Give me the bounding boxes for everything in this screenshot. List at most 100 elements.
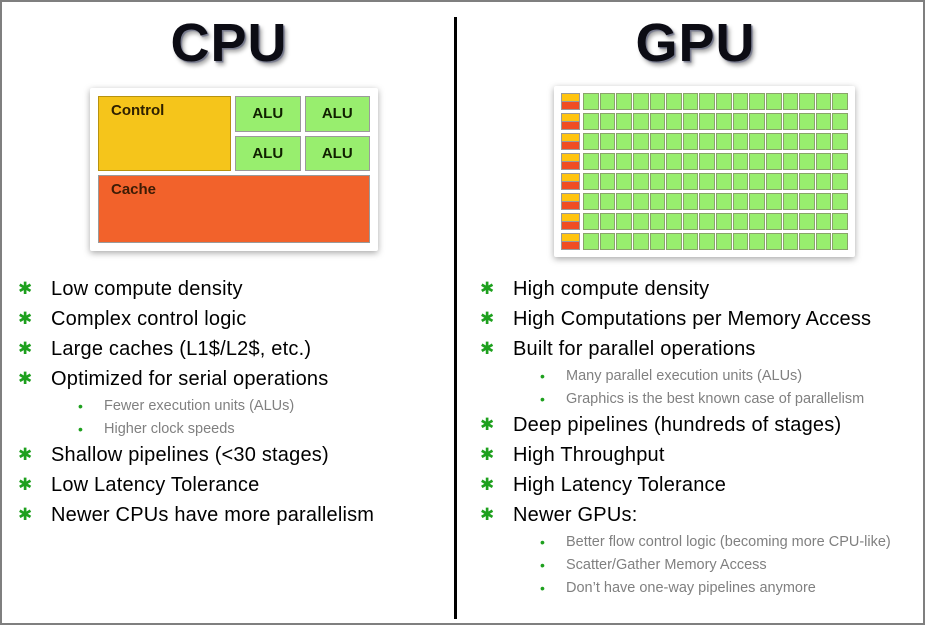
gpu-alu-cell <box>666 193 682 210</box>
gpu-alu-cell <box>616 213 632 230</box>
cpu-bullet-text: Newer CPUs have more parallelism <box>51 504 375 526</box>
gpu-alu-cell <box>599 93 616 110</box>
gpu-bullet-list: ✱High compute density✱High Computations … <box>478 278 923 603</box>
gpu-alu-cell <box>583 233 599 250</box>
gpu-alu-cell <box>682 133 699 150</box>
gpu-alu-cell <box>682 93 699 110</box>
vertical-divider-line <box>454 17 457 619</box>
gpu-alu-cell <box>765 113 782 130</box>
gpu-core-row <box>561 153 848 170</box>
gpu-alu-cell <box>666 233 682 250</box>
gpu-alu-cell <box>599 113 616 130</box>
gpu-panel-title: GPU <box>635 13 756 73</box>
cpu-control-block: Control <box>98 96 231 171</box>
gpu-alu-cell <box>699 153 715 170</box>
gpu-cache-subcell <box>561 242 580 250</box>
gpu-control-subcell <box>561 113 580 122</box>
gpu-bullet-text: Built for parallel operations <box>513 338 756 360</box>
gpu-alu-cell <box>782 233 799 250</box>
gpu-alu-cell <box>699 93 715 110</box>
gpu-control-subcell <box>561 233 580 242</box>
cpu-cache-block: Cache <box>98 175 370 243</box>
gpu-alu-cell <box>616 233 632 250</box>
gpu-alu-strip <box>583 193 848 210</box>
gpu-alu-cell <box>765 193 782 210</box>
gpu-alu-cell <box>616 133 632 150</box>
gpu-alu-cell <box>649 193 666 210</box>
gpu-control-cache-cell <box>561 173 580 190</box>
gpu-alu-cell <box>616 93 632 110</box>
gpu-control-subcell <box>561 133 580 142</box>
gpu-alu-cell <box>583 133 599 150</box>
gpu-alu-cell <box>749 133 765 150</box>
gpu-alu-cell <box>732 213 749 230</box>
asterisk-bullet-icon: ✱ <box>480 415 495 434</box>
gpu-core-row <box>561 213 848 230</box>
gpu-cache-subcell <box>561 102 580 110</box>
cpu-alu-block: ALU <box>235 135 301 171</box>
gpu-alu-cell <box>732 133 749 150</box>
gpu-cache-subcell <box>561 202 580 210</box>
gpu-alu-cell <box>632 193 649 210</box>
gpu-alu-cell <box>616 173 632 190</box>
gpu-alu-cell <box>599 193 616 210</box>
gpu-bullet-item: ✱Newer GPUs: <box>478 504 923 526</box>
gpu-bullet-item: ✱Built for parallel operations <box>478 338 923 360</box>
cpu-sub-bullet-item: •Higher clock speeds <box>76 421 448 438</box>
gpu-sub-bullet-item: •Scatter/Gather Memory Access <box>538 557 923 574</box>
dot-bullet-icon: • <box>540 534 545 550</box>
gpu-cache-subcell <box>561 182 580 190</box>
gpu-alu-cell <box>666 93 682 110</box>
cpu-alu-block: ALU <box>235 96 301 132</box>
gpu-alu-cell <box>782 213 799 230</box>
gpu-alu-cell <box>732 113 749 130</box>
gpu-alu-cell <box>732 173 749 190</box>
gpu-sub-bullet-item: •Don’t have one-way pipelines anymore <box>538 580 923 597</box>
gpu-bullet-text: Newer GPUs: <box>513 504 638 526</box>
gpu-alu-cell <box>599 213 616 230</box>
gpu-alu-cell <box>749 173 765 190</box>
gpu-cache-subcell <box>561 162 580 170</box>
gpu-alu-cell <box>682 113 699 130</box>
cpu-panel-title: CPU <box>170 13 288 73</box>
cpu-bullet-item: ✱Low compute density <box>16 278 448 300</box>
gpu-alu-cell <box>765 93 782 110</box>
gpu-alu-cell <box>749 113 765 130</box>
gpu-core-row <box>561 133 848 150</box>
gpu-alu-cell <box>799 133 815 150</box>
dot-bullet-icon: • <box>540 391 545 407</box>
gpu-bullet-item: ✱High Throughput <box>478 444 923 466</box>
gpu-alu-cell <box>799 213 815 230</box>
gpu-alu-cell <box>815 153 832 170</box>
gpu-core-row <box>561 113 848 130</box>
gpu-control-subcell <box>561 153 580 162</box>
cpu-bullet-text: Low compute density <box>51 278 243 300</box>
gpu-control-subcell <box>561 173 580 182</box>
cpu-bullet-item: ✱Optimized for serial operations <box>16 368 448 390</box>
gpu-alu-cell <box>782 193 799 210</box>
gpu-alu-cell <box>632 153 649 170</box>
gpu-alu-cell <box>682 173 699 190</box>
cpu-alu-block: ALU <box>304 96 370 132</box>
cpu-bullet-text: Fewer execution units (ALUs) <box>104 398 295 414</box>
cpu-bullet-item: ✱Large caches (L1$/L2$, etc.) <box>16 338 448 360</box>
gpu-alu-cell <box>632 233 649 250</box>
gpu-control-subcell <box>561 193 580 202</box>
gpu-alu-cell <box>732 93 749 110</box>
gpu-alu-cell <box>832 213 848 230</box>
gpu-bullet-text: High compute density <box>513 278 710 300</box>
gpu-cache-subcell <box>561 222 580 230</box>
gpu-alu-cell <box>799 233 815 250</box>
gpu-alu-cell <box>616 153 632 170</box>
gpu-bullet-text: Don’t have one-way pipelines anymore <box>566 580 816 596</box>
gpu-control-cache-cell <box>561 213 580 230</box>
gpu-control-cache-cell <box>561 193 580 210</box>
gpu-alu-strip <box>583 93 848 110</box>
cpu-diagram-inner: Control ALU ALU ALU ALU Cache <box>98 96 370 243</box>
gpu-alu-cell <box>799 153 815 170</box>
gpu-alu-cell <box>716 233 732 250</box>
gpu-alu-cell <box>765 173 782 190</box>
cpu-bullet-text: Low Latency Tolerance <box>51 474 260 496</box>
cpu-bullet-item: ✱Shallow pipelines (<30 stages) <box>16 444 448 466</box>
gpu-alu-cell <box>799 93 815 110</box>
